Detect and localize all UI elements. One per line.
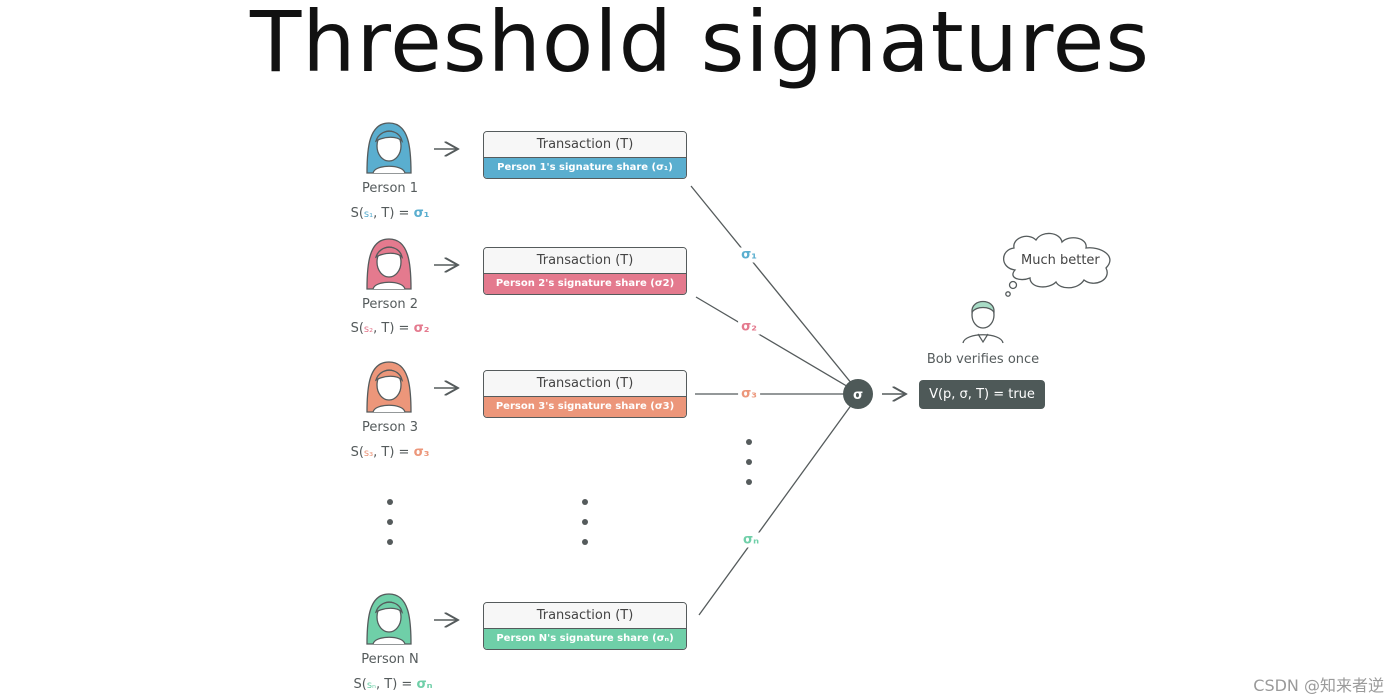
edge-1 [691, 186, 852, 384]
transaction-box-2: Transaction (T) Person 2's signature sha… [483, 247, 687, 295]
person-1-avatar-icon [367, 123, 411, 173]
aggregate-label: σ [853, 388, 863, 403]
ellipsis-persons [387, 499, 393, 545]
person-3-avatar-icon [367, 362, 411, 412]
transaction-label: Transaction (T) [484, 132, 686, 158]
ellipsis-transactions [582, 499, 588, 545]
person-n-sign-formula: S(sₙ, T) = σₙ [353, 677, 432, 692]
edge-label-n: σₙ [740, 533, 762, 548]
signature-share-label: Person 2's signature share (σ2) [484, 274, 686, 294]
edge-label-3: σ₃ [738, 387, 760, 402]
person-n-avatar-icon [367, 594, 411, 644]
person-2-avatar-icon [367, 239, 411, 289]
verification-result: V(p, σ, T) = true [919, 380, 1045, 409]
transaction-label: Transaction (T) [484, 603, 686, 629]
transaction-label: Transaction (T) [484, 371, 686, 397]
edge-n [699, 404, 852, 615]
signature-share-label: Person 1's signature share (σ₁) [484, 158, 686, 178]
ellipsis-signatures [746, 439, 752, 485]
person-3-name: Person 3 [362, 420, 418, 435]
transaction-label: Transaction (T) [484, 248, 686, 274]
signature-share-label: Person N's signature share (σₙ) [484, 629, 686, 649]
person-n-name: Person N [361, 652, 419, 667]
bob-avatar-icon [963, 302, 1003, 344]
person-2-name: Person 2 [362, 297, 418, 312]
watermark: CSDN @知来者逆 [1253, 672, 1384, 696]
transaction-box-3: Transaction (T) Person 3's signature sha… [483, 370, 687, 418]
transaction-box-n: Transaction (T) Person N's signature sha… [483, 602, 687, 650]
edge-label-2: σ₂ [738, 320, 760, 335]
person-1-sign-formula: S(s₁, T) = σ₁ [351, 206, 430, 221]
person-1-name: Person 1 [362, 181, 418, 196]
verifier-label: Bob verifies once [927, 352, 1039, 367]
edge-2 [696, 297, 850, 388]
signature-share-label: Person 3's signature share (σ3) [484, 397, 686, 417]
thought-text: Much better [1021, 253, 1100, 268]
person-2-sign-formula: S(s₂, T) = σ₂ [351, 321, 430, 336]
edge-label-1: σ₁ [738, 248, 760, 263]
person-3-sign-formula: S(s₃, T) = σ₃ [351, 445, 430, 460]
transaction-box-1: Transaction (T) Person 1's signature sha… [483, 131, 687, 179]
